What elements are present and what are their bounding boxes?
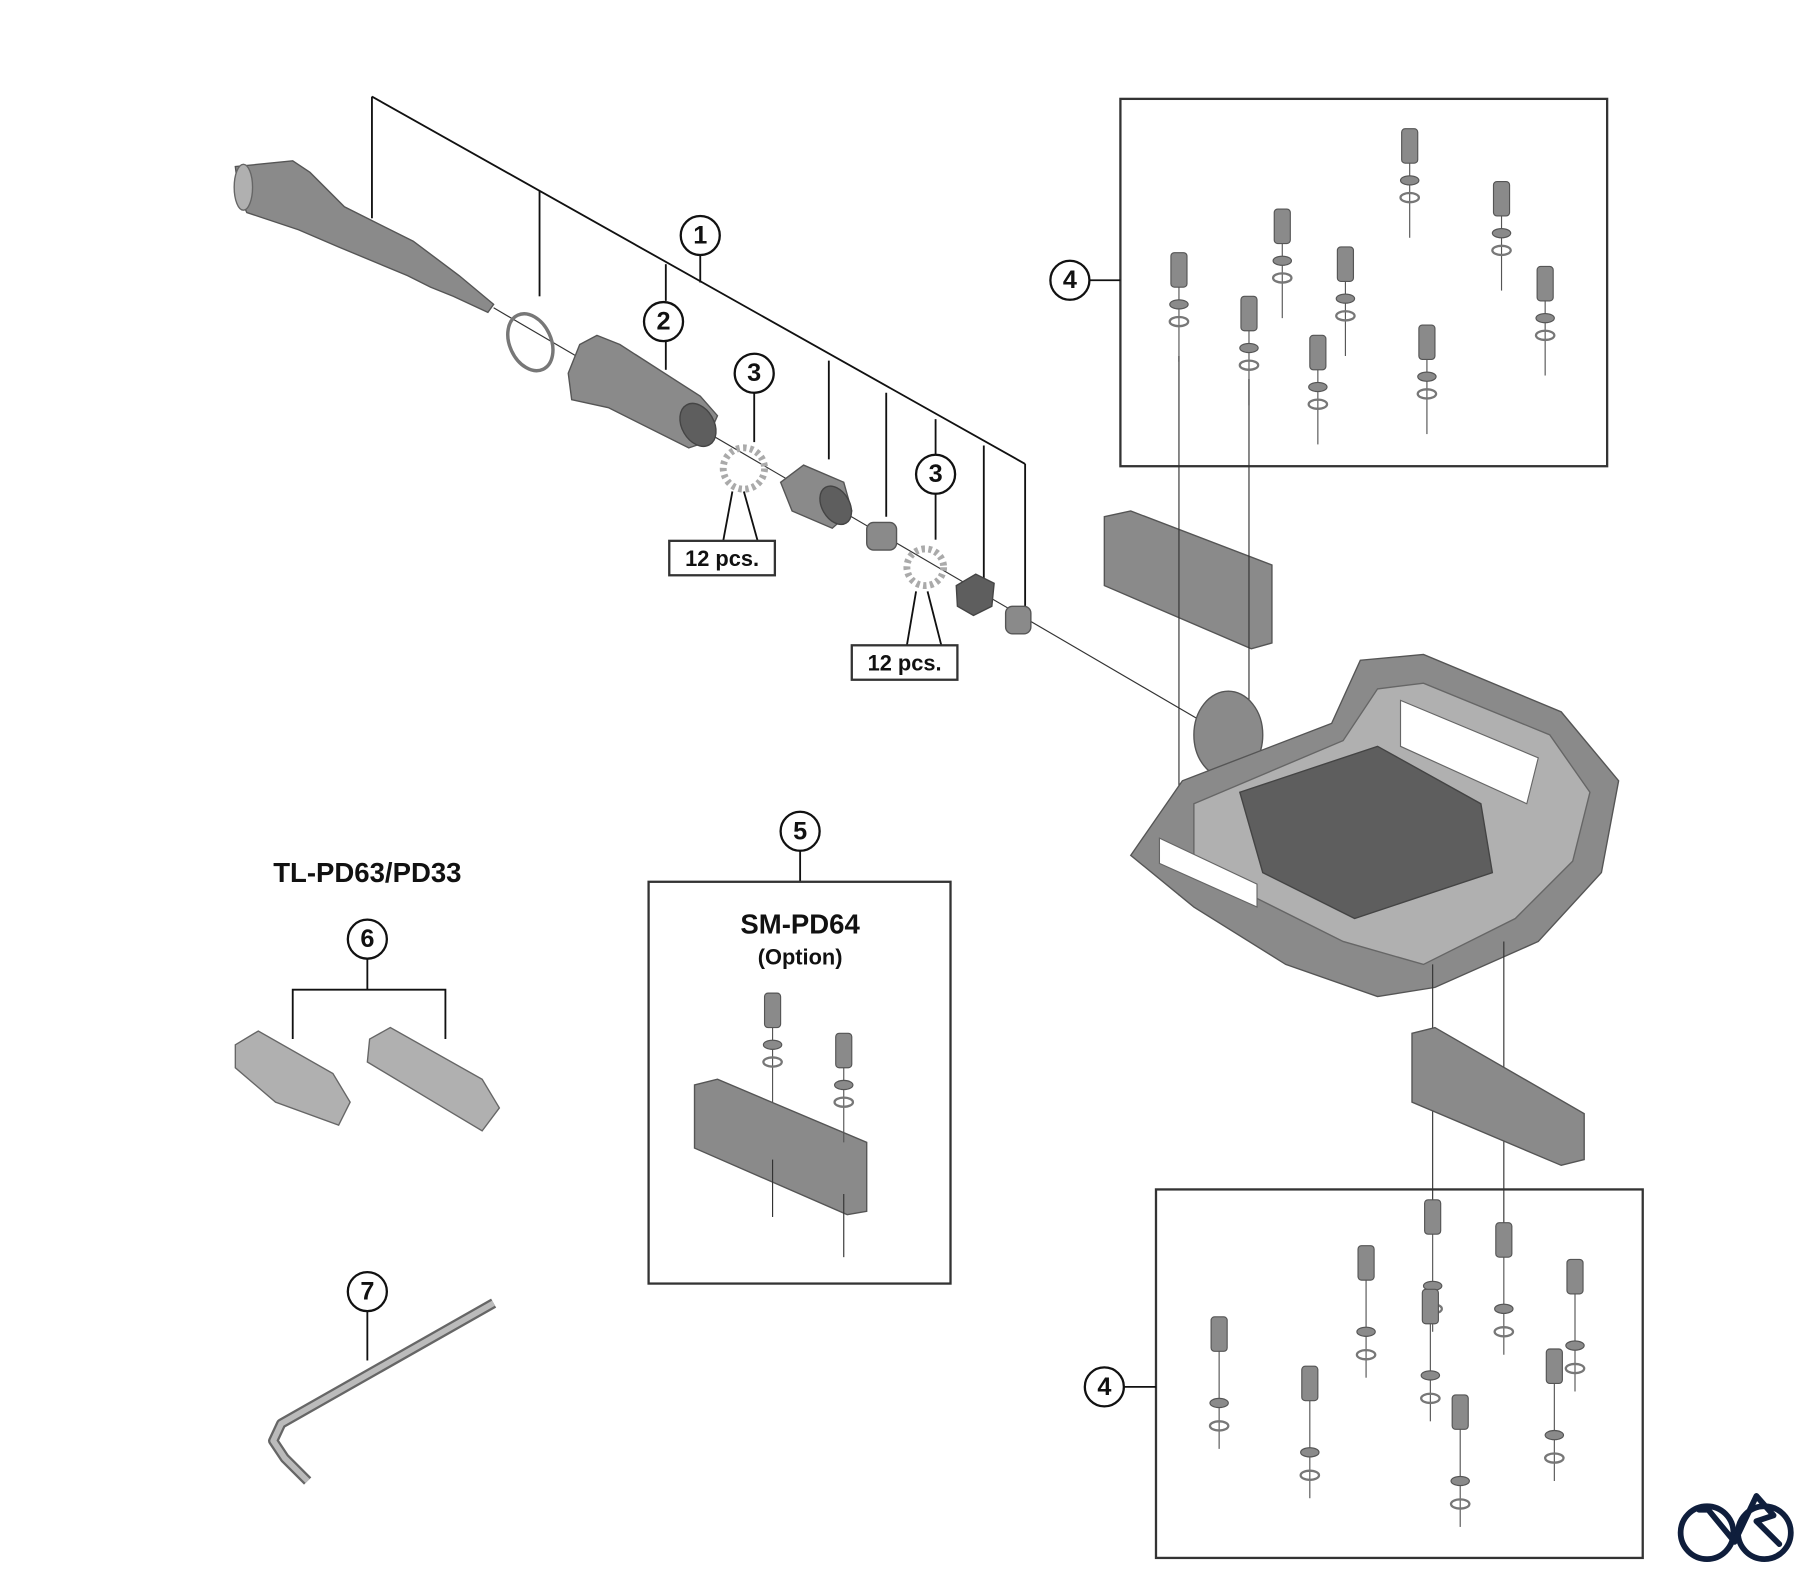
option-pin-set: 5 SM-PD64 (Option): [647, 810, 952, 1285]
callout-number: 2: [656, 308, 670, 336]
side-cover-bottom: [1411, 1026, 1585, 1167]
hex-wrench: 7: [268, 1270, 497, 1485]
cone: [866, 521, 898, 551]
qty-text: 12 pcs.: [685, 546, 759, 571]
pedal-pin-icon: [1208, 1316, 1230, 1449]
callout-number: 5: [793, 817, 807, 845]
pedal-pin-icon: [833, 1032, 855, 1143]
callout-number: 1: [693, 221, 707, 249]
callout-7: 7: [346, 1270, 389, 1313]
callout-4-top: 4: [1049, 259, 1091, 301]
pedal-pin-icon: [1564, 1258, 1586, 1392]
qty-label-inner: 12 pcs.: [668, 539, 777, 577]
callout-3-inner: 3: [733, 352, 775, 394]
pedal-pin-icon: [1335, 246, 1356, 357]
pedal-pin-icon: [1271, 208, 1293, 319]
pedal-pin-icon: [762, 992, 783, 1103]
callout-1: 1: [679, 214, 721, 257]
pedal-pin-icon: [1168, 252, 1190, 362]
pedal-pin-icon: [1449, 1394, 1471, 1527]
callout-number: 4: [1063, 266, 1077, 294]
callout-2: 2: [642, 300, 685, 343]
callout-4-bottom: 4: [1083, 1366, 1125, 1408]
callout-5: 5: [779, 810, 821, 852]
option-model-label: SM-PD64: [740, 908, 860, 939]
cone-unit: [567, 334, 719, 449]
pedal-axle: [233, 160, 495, 314]
callout-number: 6: [360, 925, 374, 953]
option-note-label: (Option): [758, 944, 843, 969]
pedal-pin-icon: [1399, 128, 1421, 238]
steel-balls-inner: [719, 444, 768, 493]
pedal-pin-icon: [1544, 1348, 1565, 1482]
pedal-pin-icon: [1420, 1288, 1441, 1422]
callout-number: 3: [747, 359, 761, 387]
pins-top-group: 4: [1049, 97, 1609, 468]
callout-number: 3: [929, 460, 943, 488]
bike-logo: [1677, 1493, 1794, 1562]
socket-tool: 6: [234, 918, 501, 1132]
axle-assembly-leader-lines: [371, 95, 1206, 724]
pedal-pin-icon: [1299, 1365, 1321, 1499]
lock-washer: [955, 573, 995, 617]
callout-3-outer: 3: [914, 453, 957, 495]
pedal-pin-icon: [1355, 1245, 1377, 1378]
seal-ring: [506, 312, 555, 373]
callout-6: 6: [346, 918, 389, 960]
pedal-body: [1129, 653, 1620, 1240]
pedal-pin-icon: [1307, 334, 1329, 445]
qty-label-outer: 12 pcs.: [850, 644, 959, 681]
pedal-pin-icon: [1534, 265, 1556, 376]
bearing-sleeve: [779, 464, 853, 530]
callout-number: 7: [360, 1278, 374, 1306]
callout-number: 4: [1097, 1373, 1111, 1401]
pedal-pin-icon: [1416, 324, 1438, 435]
steel-balls-outer: [903, 545, 948, 590]
pedal-pin-icon: [1491, 180, 1512, 291]
pins-bottom-group: 4: [1083, 1188, 1644, 1560]
tool-model-label: TL-PD63/PD33: [273, 857, 461, 888]
pedal-pin-icon: [1493, 1222, 1515, 1355]
lock-nut: [1004, 605, 1032, 635]
qty-text: 12 pcs.: [868, 651, 942, 676]
